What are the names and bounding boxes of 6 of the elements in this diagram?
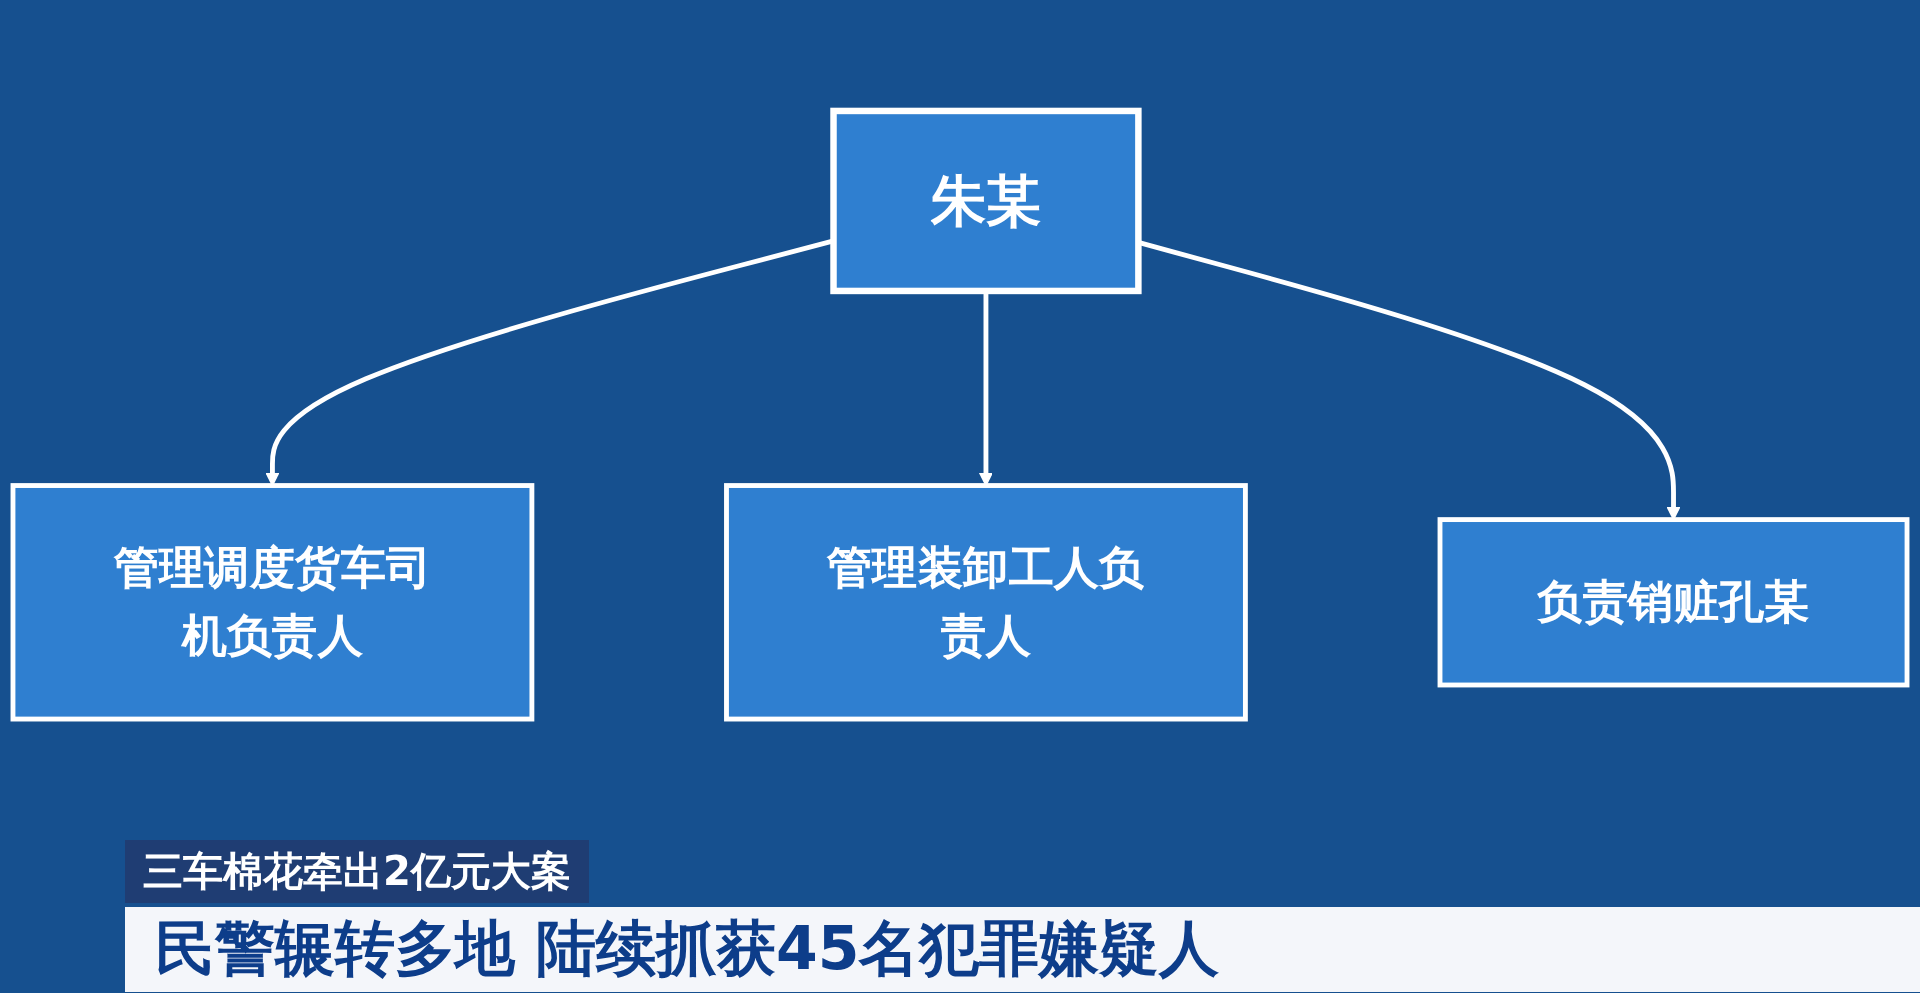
subheadline: 三车棉花牵出2亿元大案: [125, 840, 589, 903]
node-box: 管理装卸工人负责人: [724, 483, 1248, 722]
node-box: 朱某: [830, 107, 1142, 295]
node-box: 负责销赃孔某: [1437, 517, 1910, 688]
headline: 民警辗转多地 陆续抓获45名犯罪嫌疑人: [125, 907, 1920, 992]
node-box: 管理调度货车司机负责人: [10, 483, 535, 722]
